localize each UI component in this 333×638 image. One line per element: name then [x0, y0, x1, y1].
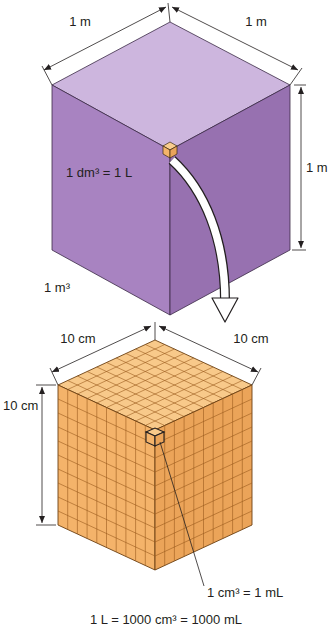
cubic-meter [52, 22, 290, 315]
grid-line [155, 469, 252, 514]
cubic-decimeter-enlarged [58, 340, 252, 570]
grid-line [155, 483, 252, 528]
zoom-arrow [172, 160, 238, 322]
callout-label: 1 cm³ = 1 mL [207, 585, 283, 600]
grid-line [58, 483, 155, 528]
grid-line [126, 372, 223, 417]
dimension-lines [42, 3, 306, 250]
grid-line [107, 363, 204, 408]
grid-line [135, 421, 136, 561]
dimension-label: 1 m [69, 14, 91, 29]
dimension-label: 10 cm [233, 331, 268, 346]
grid-line [155, 455, 252, 500]
grid-line [145, 345, 242, 390]
grid-line [155, 511, 252, 556]
grid-line [222, 399, 223, 539]
equivalence-note: 1 L = 1000 cm³ = 1000 mL [90, 612, 242, 627]
grid-line [116, 412, 117, 552]
grid-line [58, 455, 155, 500]
grid-line [58, 497, 155, 542]
cubic-centimeter [146, 428, 164, 446]
cubic-decimeter [163, 142, 177, 158]
grid-line [213, 403, 214, 543]
leader-line [160, 442, 204, 586]
grid-line [145, 381, 242, 426]
dimension-lines [36, 322, 261, 525]
grid-line [58, 469, 155, 514]
dimension-label: 1 m [245, 14, 267, 29]
grid-line [136, 349, 233, 394]
grid-line [107, 363, 204, 408]
grid-line [125, 417, 126, 557]
dimension-label: 1 m [306, 160, 328, 175]
grid-line [155, 497, 252, 542]
volume-label: 1 m³ [44, 280, 70, 295]
grid-line [126, 354, 223, 399]
grid-line [116, 358, 213, 403]
grid-line [116, 367, 213, 412]
dimension-label: 10 cm [3, 398, 38, 413]
dimension-label: 10 cm [60, 331, 95, 346]
volume-label: 1 dm³ = 1 L [66, 165, 132, 180]
grid-line [232, 394, 233, 534]
grid-line [242, 390, 243, 530]
grid-line [136, 376, 233, 421]
grid-lines [58, 345, 252, 566]
grid-line [58, 511, 155, 556]
grid-line [145, 426, 146, 566]
